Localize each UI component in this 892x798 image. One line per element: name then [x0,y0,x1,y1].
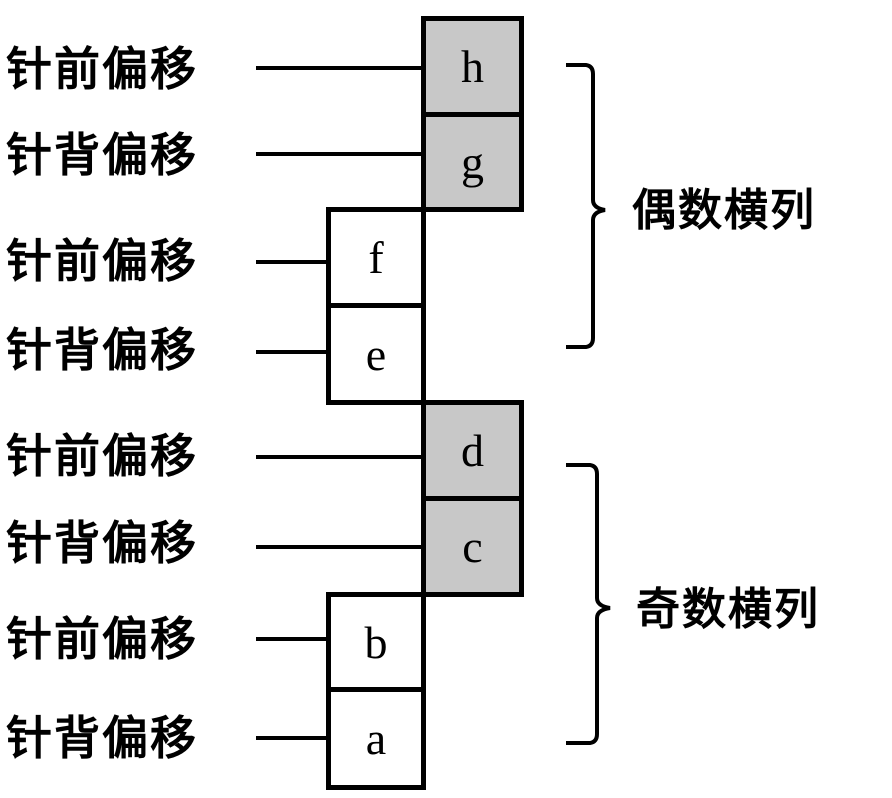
cell-d: d [421,400,524,501]
group-label-even-courses: 偶数横列 [632,185,816,236]
cell-a: a [326,687,426,790]
row-label-h: 针前偏移 [6,42,198,96]
leader-line-c [256,545,426,549]
cell-b: b [326,592,426,692]
cell-letter-c: c [462,521,483,572]
leader-line-f [256,260,330,264]
cell-letter-d: d [461,425,484,476]
row-label-f: 针前偏移 [6,234,198,288]
brace-odd-courses [566,463,611,745]
row-label-c: 针背偏移 [6,516,198,570]
leader-line-a [256,736,330,740]
leader-line-e [256,350,330,354]
row-label-d: 针前偏移 [6,429,198,483]
cell-letter-b: b [364,616,388,668]
cell-letter-h: h [461,41,484,92]
row-label-a: 针背偏移 [6,711,198,765]
cell-c: c [421,496,524,597]
leader-line-h [256,66,426,70]
cell-letter-a: a [365,713,387,764]
cell-letter-e: e [365,328,387,380]
leader-line-b [256,637,330,641]
cell-letter-f: f [368,232,384,283]
row-label-e: 针背偏移 [6,323,198,377]
cell-h: h [421,16,524,117]
cell-f: f [326,207,426,308]
row-label-g: 针背偏移 [6,128,198,182]
cell-e: e [326,303,426,405]
brace-even-courses [566,63,606,349]
row-label-b: 针前偏移 [6,612,198,666]
leader-line-g [256,152,426,156]
leader-line-d [256,455,426,459]
group-label-odd-courses: 奇数横列 [636,584,820,635]
cell-letter-g: g [461,136,484,188]
cell-g: g [421,112,524,212]
